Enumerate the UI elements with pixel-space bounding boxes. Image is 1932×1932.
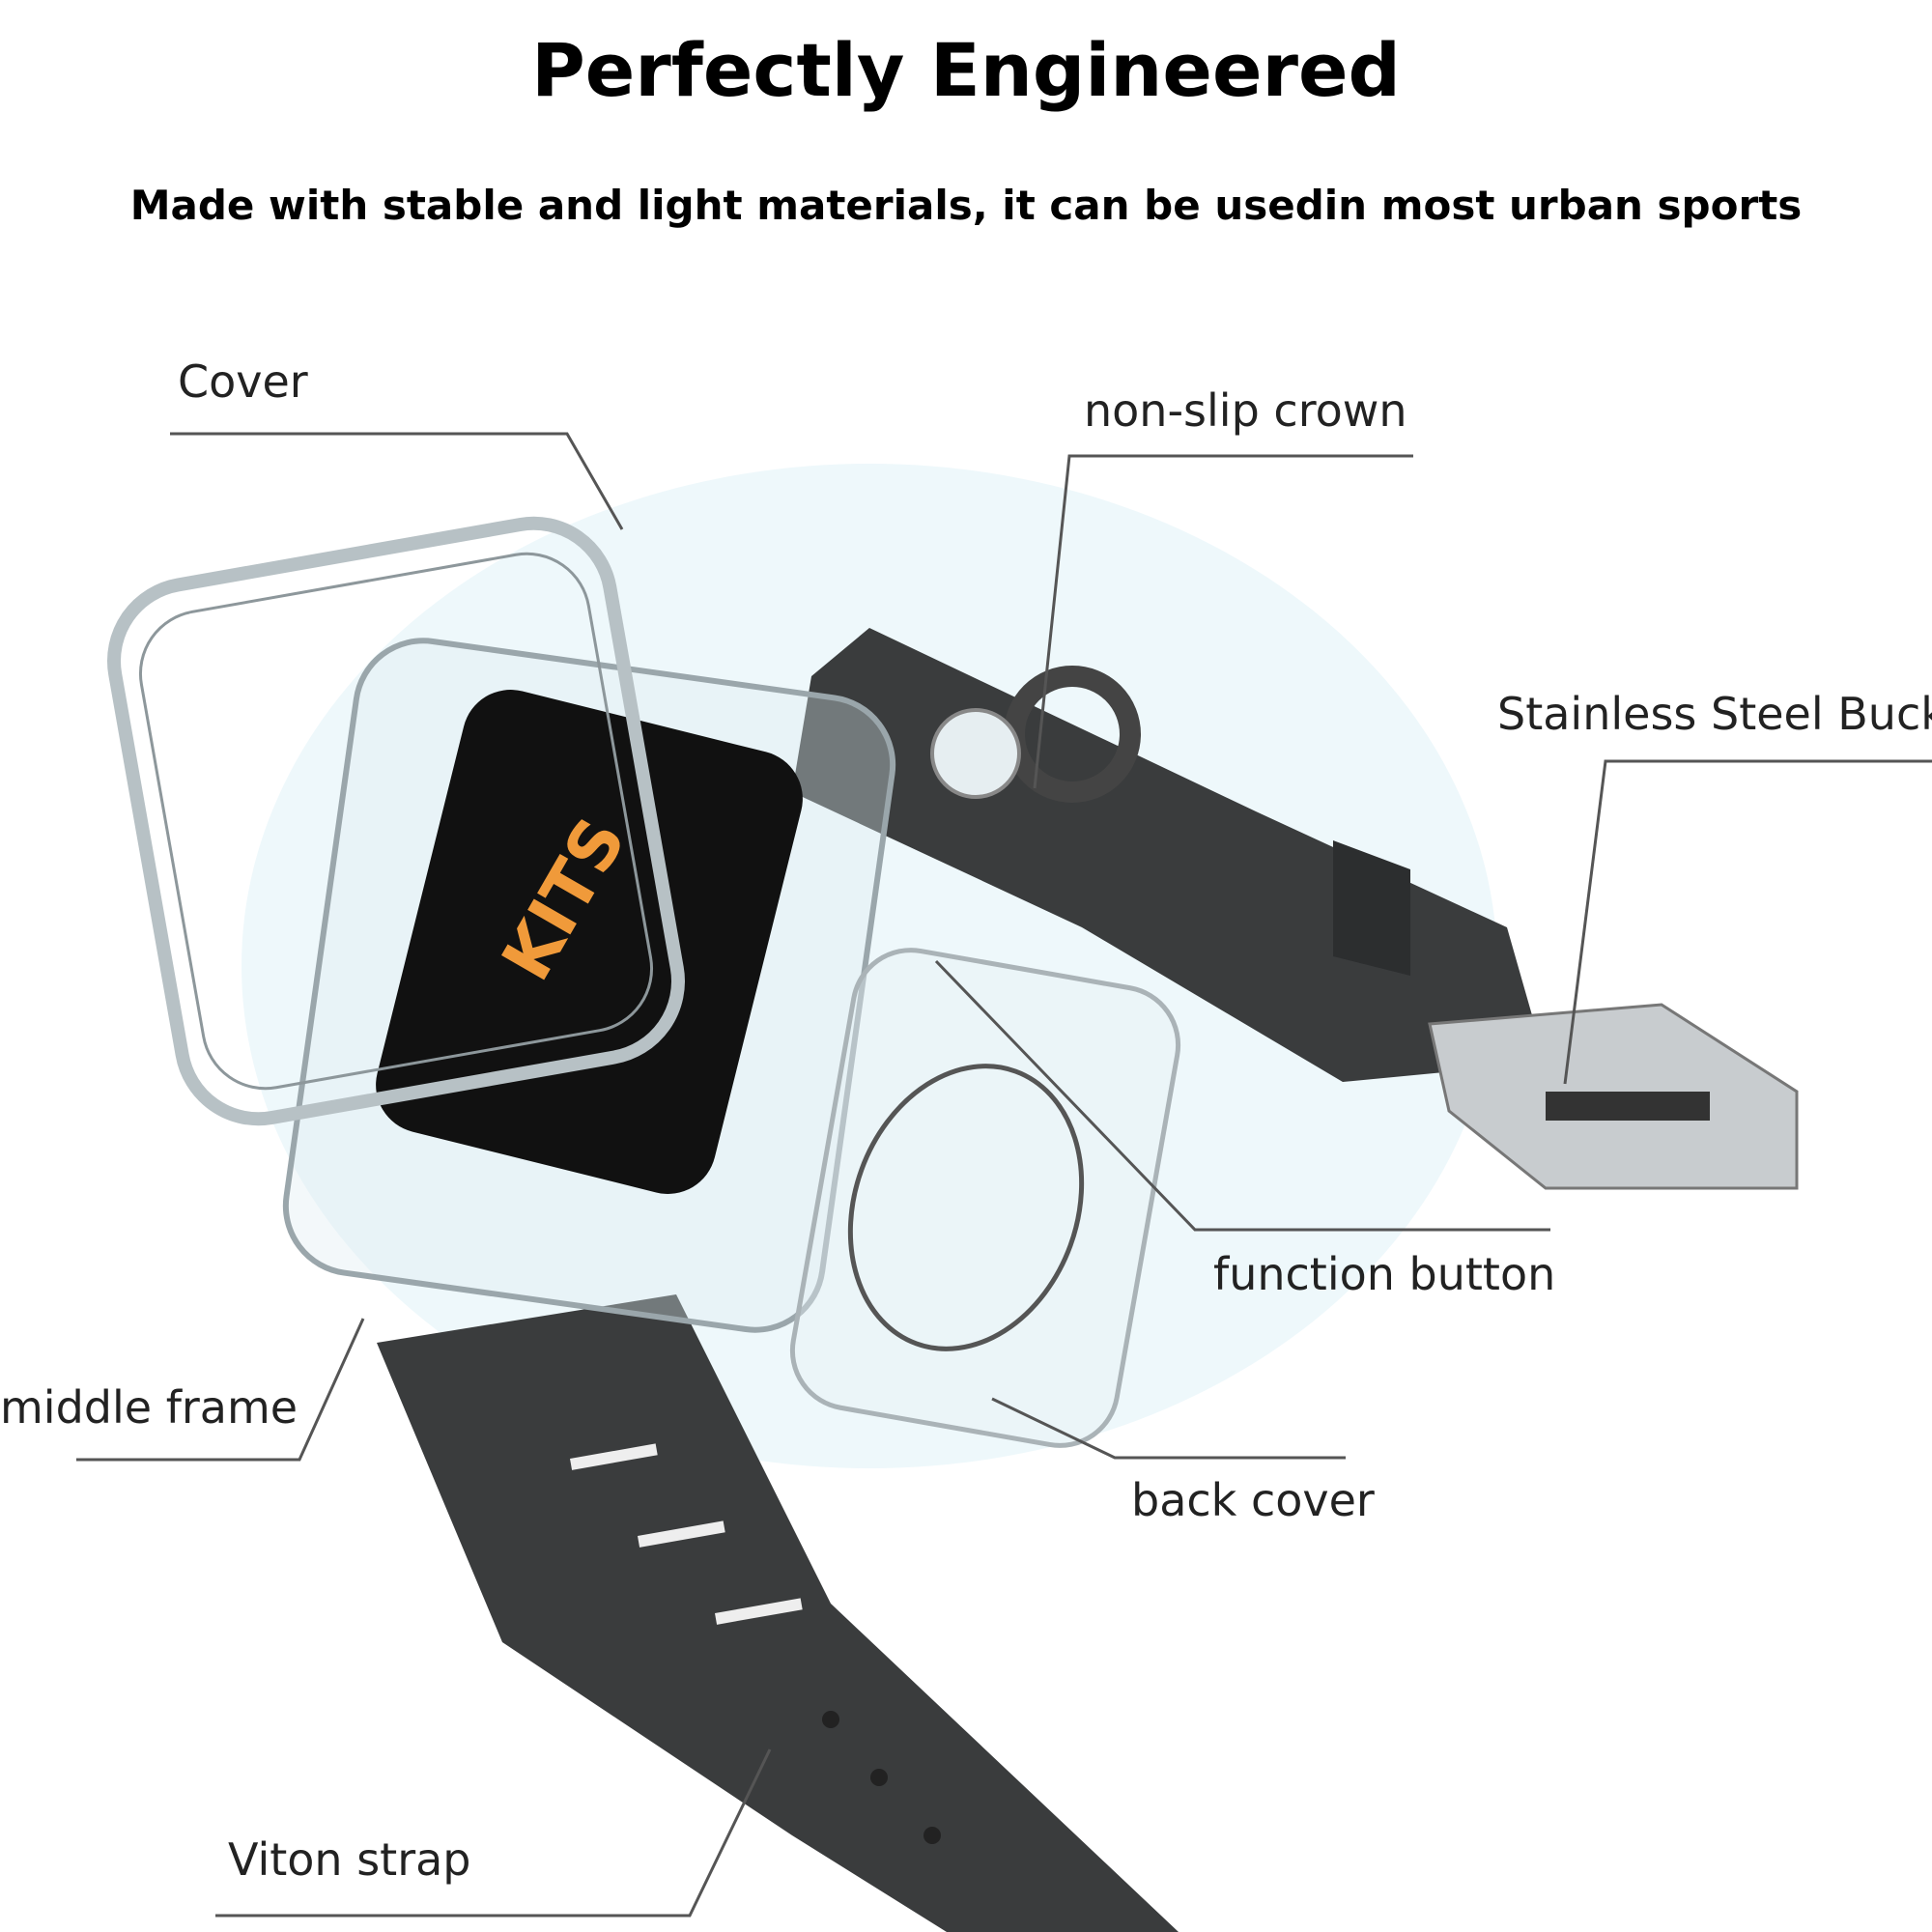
label-middle-frame: middle frame — [0, 1381, 298, 1434]
function-button-leader — [934, 959, 1550, 1232]
cover-bezel — [107, 516, 685, 1126]
buckle-leader — [1563, 759, 1932, 1085]
cover-leader — [170, 432, 624, 530]
back-cover-leader — [991, 1397, 1346, 1460]
strap-rib — [715, 1598, 803, 1625]
watch-screen — [376, 690, 803, 1194]
strap-hole — [870, 1769, 888, 1786]
middle-frame-leader — [76, 1318, 365, 1462]
label-strap: Viton strap — [228, 1833, 471, 1886]
strap-leader — [215, 1748, 772, 1918]
label-buckle: Stainless Steel Buckle — [1497, 688, 1932, 740]
label-back-cover: back cover — [1131, 1474, 1375, 1526]
leader-lines — [76, 432, 1932, 1918]
page-subtitle: Made with stable and light materials, it… — [129, 182, 1803, 229]
buckle-slot — [1546, 1092, 1710, 1121]
crown — [930, 708, 1021, 799]
label-crown: non-slip crown — [1084, 384, 1407, 437]
strap-keeper — [1333, 840, 1410, 976]
cover-inner-edge — [138, 552, 654, 1091]
crown-leader — [1033, 454, 1413, 789]
page-title: Perfectly Engineered — [531, 27, 1401, 113]
strap-rib — [570, 1443, 658, 1470]
back-cover-ring — [847, 1064, 1085, 1351]
strap-rib — [638, 1520, 725, 1548]
strap-hole — [822, 1711, 839, 1728]
strap-hole — [923, 1827, 941, 1844]
back-cover — [789, 948, 1181, 1448]
label-cover: Cover — [178, 355, 308, 408]
label-function-button: function button — [1213, 1248, 1556, 1300]
